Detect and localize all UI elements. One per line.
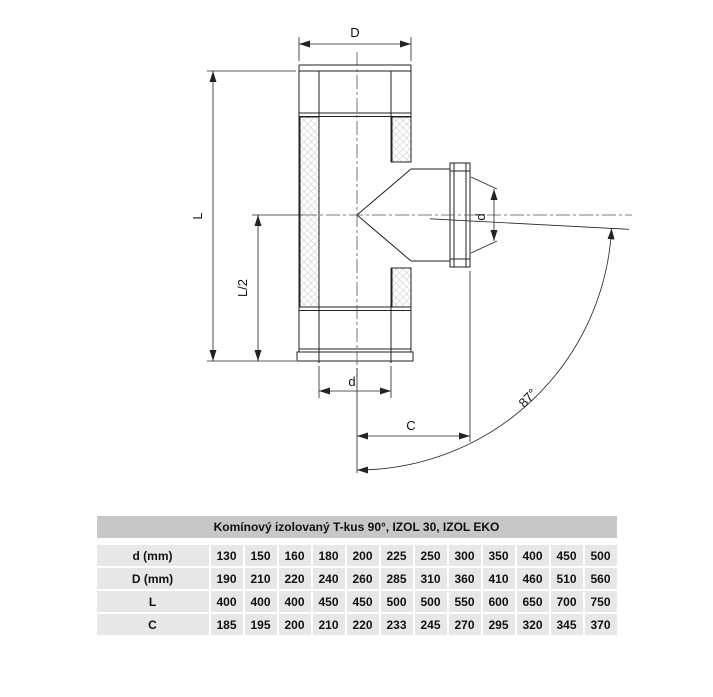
bottom-rim — [296, 351, 414, 362]
table-cell: 260 — [346, 568, 379, 589]
angle-label: 87° — [516, 386, 540, 411]
table-cell: 200 — [278, 614, 311, 635]
table-cell: 460 — [516, 568, 549, 589]
table-cell: 450 — [312, 591, 345, 612]
table-cell: 510 — [550, 568, 583, 589]
angle-dimension: 87° — [356, 218, 630, 474]
table-cell: 400 — [516, 545, 549, 566]
table-cell: 700 — [550, 591, 583, 612]
table-cell: 220 — [278, 568, 311, 589]
table-title: Komínový izolovaný T-kus 90°, IZOL 30, I… — [96, 516, 617, 538]
table-cell: 270 — [448, 614, 481, 635]
size-table: Komínový izolovaný T-kus 90°, IZOL 30, I… — [95, 514, 619, 637]
table-cell: 285 — [380, 568, 413, 589]
dim-L2: L/2 — [235, 214, 303, 361]
table-cell: 160 — [278, 545, 311, 566]
table-cell: 650 — [516, 591, 549, 612]
table-cell: 300 — [448, 545, 481, 566]
table-cell: 210 — [312, 614, 345, 635]
table-cell: 450 — [550, 545, 583, 566]
table-cell: 345 — [550, 614, 583, 635]
angle-ray — [429, 218, 630, 230]
table-cell: 310 — [414, 568, 447, 589]
insulation-left — [299, 116, 320, 308]
table-cell: 220 — [346, 614, 379, 635]
table-title-row: Komínový izolovaný T-kus 90°, IZOL 30, I… — [96, 516, 617, 538]
angle-arc — [356, 228, 615, 474]
table-cell: 410 — [482, 568, 515, 589]
table-cell: 130 — [210, 545, 243, 566]
dim-L-label: L — [190, 212, 205, 219]
insulation-right-upper — [391, 116, 412, 163]
table-cell: 225 — [380, 545, 413, 566]
table-cell: 360 — [448, 568, 481, 589]
dim-d-branch: d — [470, 176, 498, 254]
table-cell: 233 — [380, 614, 413, 635]
dim-d-branch-label: d — [473, 213, 488, 220]
dim-C-label: C — [406, 418, 415, 433]
table-cell: 295 — [482, 614, 515, 635]
dim-L: L — [190, 70, 296, 362]
dim-d-bottom: d — [318, 366, 392, 398]
dimension-table: Komínový izolovaný T-kus 90°, IZOL 30, I… — [95, 514, 619, 637]
dim-d-bottom-label: d — [348, 374, 355, 389]
table-cell: 250 — [414, 545, 447, 566]
table-cell: 370 — [584, 614, 617, 635]
table-cell: 190 — [210, 568, 243, 589]
dim-D: D — [298, 25, 412, 61]
technical-drawing: 87° D L L/2 d — [190, 25, 632, 474]
row-label: D (mm) — [96, 568, 209, 589]
table-cell: 400 — [244, 591, 277, 612]
branch-cone-top — [356, 168, 412, 216]
table-cell: 245 — [414, 614, 447, 635]
table-cell: 560 — [584, 568, 617, 589]
table-cell: 185 — [210, 614, 243, 635]
table-cell: 240 — [312, 568, 345, 589]
dim-L2-label: L/2 — [235, 279, 250, 297]
table-cell: 195 — [244, 614, 277, 635]
insulation-right-lower — [391, 267, 412, 308]
row-label: L — [96, 591, 209, 612]
table-cell: 450 — [346, 591, 379, 612]
dim-C: C — [356, 271, 471, 473]
table-cell: 150 — [244, 545, 277, 566]
table-cell: 350 — [482, 545, 515, 566]
table-cell: 400 — [210, 591, 243, 612]
table-cell: 200 — [346, 545, 379, 566]
centerlines — [303, 52, 632, 377]
row-label: d (mm) — [96, 545, 209, 566]
table-cell: 320 — [516, 614, 549, 635]
dim-D-label: D — [350, 25, 359, 40]
main-pipe — [296, 64, 414, 363]
table-cell: 500 — [584, 545, 617, 566]
table-cell: 500 — [380, 591, 413, 612]
branch-cone-bottom — [356, 214, 412, 262]
table-cell: 500 — [414, 591, 447, 612]
table-cell: 550 — [448, 591, 481, 612]
table-cell: 600 — [482, 591, 515, 612]
row-label: C — [96, 614, 209, 635]
table-cell: 180 — [312, 545, 345, 566]
table-cell: 210 — [244, 568, 277, 589]
table-cell: 750 — [584, 591, 617, 612]
table-cell: 400 — [278, 591, 311, 612]
